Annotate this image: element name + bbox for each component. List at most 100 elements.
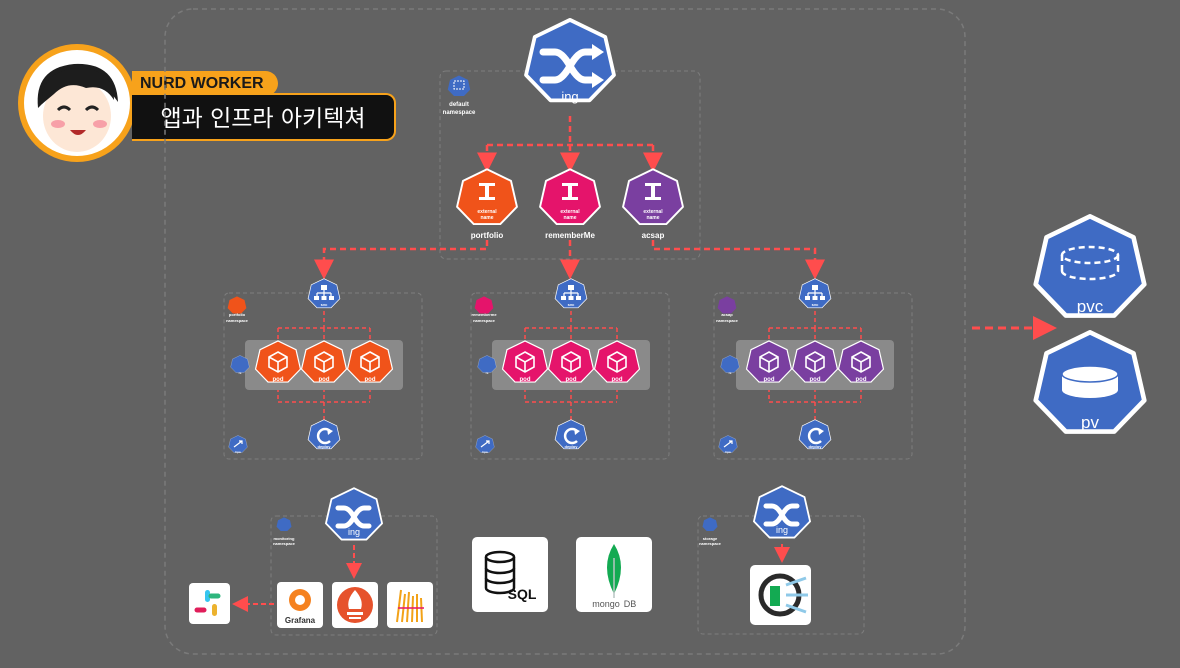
namespace-label-2: namespace — [226, 318, 249, 323]
monitoring-namespace-label-2: namespace — [273, 541, 296, 546]
pod-label: pod — [856, 377, 867, 383]
external-service-icon-text-2: name — [646, 215, 659, 221]
replicaset-label: rs — [729, 371, 732, 375]
ingress-main-icon — [524, 18, 616, 103]
hpa-label: hpa — [235, 450, 241, 454]
monitoring-ingress-icon — [325, 487, 383, 541]
page-title: 앱과 인프라 아키텍쳐 — [132, 93, 396, 141]
deployment-icon: deploy — [554, 419, 588, 450]
pod-icon: pod — [300, 340, 348, 383]
storage-ingress-icon — [753, 485, 811, 539]
avatar — [18, 44, 136, 162]
default-namespace-icon — [447, 75, 471, 97]
pv-label: pv — [1081, 413, 1099, 432]
pod-icon: pod — [346, 340, 394, 383]
default-namespace-box — [439, 70, 701, 260]
pod-label: pod — [319, 377, 330, 383]
pod-label: pod — [365, 377, 376, 383]
namespace-label-2: namespace — [473, 318, 496, 323]
pvc-label: pvc — [1077, 297, 1104, 316]
external-service-label: rememberMe — [545, 231, 595, 240]
namespace-icon — [227, 296, 247, 314]
grafana-label: Grafana — [285, 616, 316, 625]
external-service-icon-text: external — [477, 209, 497, 215]
pod-icon: pod — [593, 340, 641, 383]
replicaset-icon: rs — [477, 355, 497, 375]
sql-database-icon — [472, 537, 548, 612]
external-service-icon-text-2: name — [480, 215, 493, 221]
cluster-boundary — [164, 8, 966, 655]
external-service-icon-text: external — [560, 209, 580, 215]
service-icon: svc — [307, 278, 341, 309]
external-service-icon-text-2: name — [563, 215, 576, 221]
prometheus-icon — [332, 582, 378, 628]
external-service-label: portfolio — [471, 231, 504, 240]
default-namespace-label: default — [449, 102, 469, 108]
deployment-label: deploy — [809, 444, 823, 449]
slack-icon — [189, 583, 230, 624]
deployment-icon: deploy — [307, 419, 341, 450]
external-service-icon-text: external — [643, 209, 663, 215]
monitoring-namespace-label: monitoring — [274, 536, 295, 541]
storage-namespace-icon — [702, 517, 718, 532]
grafana-icon — [277, 582, 323, 628]
brand-label: NURD WORKER — [132, 71, 278, 96]
pod-label: pod — [520, 377, 531, 383]
pod-icon: pod — [791, 340, 839, 383]
namespace-label-2: namespace — [716, 318, 739, 323]
mongo-label: mongo — [592, 599, 620, 609]
pv-icon — [1036, 332, 1145, 431]
pod-label: pod — [810, 377, 821, 383]
hpa-icon: hpa — [718, 435, 738, 454]
monitoring-namespace-icon — [276, 517, 292, 532]
hpa-label: hpa — [725, 450, 731, 454]
avatar-face — [24, 50, 130, 156]
sql-label: SQL — [508, 586, 537, 602]
service-icon: svc — [554, 278, 588, 309]
pod-icon: pod — [745, 340, 793, 383]
service-label: svc — [812, 302, 819, 307]
service-label: svc — [568, 302, 575, 307]
replicaset-icon: rs — [720, 355, 740, 375]
replicaset-label: rs — [239, 371, 242, 375]
service-label: svc — [321, 302, 328, 307]
ingress-main-label: ing — [561, 89, 578, 104]
pod-icon: pod — [254, 340, 302, 383]
external-services: externalnameportfolioexternalnameremembe… — [456, 168, 684, 240]
namespace-label: acsap — [721, 312, 733, 317]
deployment-label: deploy — [318, 444, 332, 449]
pvc-icon — [1036, 216, 1145, 315]
storage-namespace-label: storage — [703, 536, 718, 541]
pod-label: pod — [612, 377, 623, 383]
pod-label: pod — [566, 377, 577, 383]
deployment-label: deploy — [565, 444, 579, 449]
storage-ingress-label: ing — [776, 525, 788, 535]
pod-label: pod — [764, 377, 775, 383]
replicaset-label: rs — [486, 371, 489, 375]
hpa-label: hpa — [482, 450, 488, 454]
storage-app-icon — [750, 565, 811, 625]
mongo-db-label: DB — [624, 599, 637, 609]
service-icon: svc — [798, 278, 832, 309]
replicaset-icon: rs — [230, 355, 250, 375]
pod-icon: pod — [547, 340, 595, 383]
storage-namespace-label-2: namespace — [699, 541, 722, 546]
mongodb-icon — [576, 537, 652, 612]
pod-label: pod — [273, 377, 284, 383]
hpa-icon: hpa — [228, 435, 248, 454]
hpa-icon: hpa — [475, 435, 495, 454]
monitoring-ingress-label: ing — [348, 527, 360, 537]
namespace-label: rememberme — [471, 312, 497, 317]
loki-icon — [387, 582, 433, 628]
pod-icon: pod — [837, 340, 885, 383]
namespace-icon — [717, 296, 737, 314]
namespace-label: portfolio — [229, 312, 246, 317]
pod-icon: pod — [501, 340, 549, 383]
deployment-icon: deploy — [798, 419, 832, 450]
